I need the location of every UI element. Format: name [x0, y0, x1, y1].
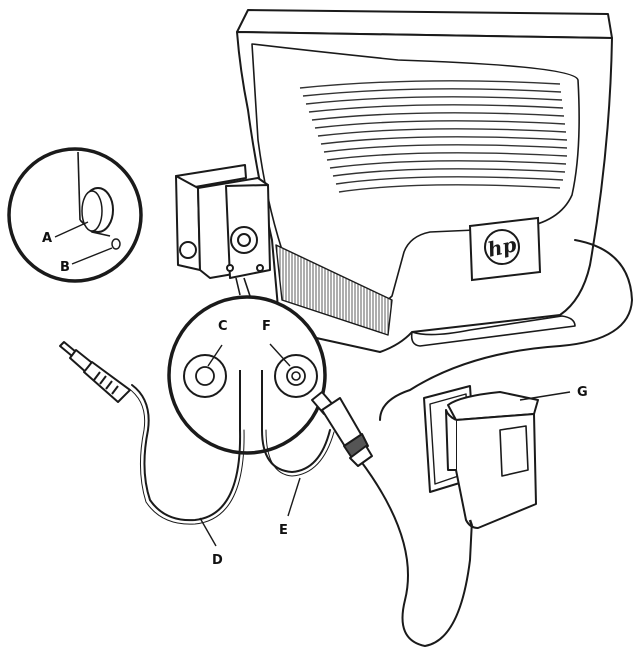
callout-D: D	[212, 553, 223, 568]
jack-detail-inset: C F	[167, 295, 327, 455]
callout-E: E	[279, 523, 288, 538]
callout-G: G	[577, 385, 588, 400]
speaker	[175, 164, 271, 297]
lower-callouts: D E G	[199, 385, 588, 568]
callout-B: B	[60, 260, 70, 275]
hp-logo: hp	[468, 216, 542, 282]
callout-F: F	[262, 319, 271, 334]
monitor-side-grille	[275, 244, 393, 336]
callout-A: A	[42, 231, 52, 246]
audio-cable-D	[131, 384, 242, 522]
power-adapter-G	[445, 391, 539, 529]
crt-monitor	[236, 9, 613, 353]
speaker-volume-knob	[179, 241, 197, 259]
hp-logo-text: hp	[486, 232, 519, 261]
cables	[127, 239, 634, 648]
power-light-B	[111, 238, 121, 250]
monitor-vents	[299, 80, 568, 193]
callout-C: C	[218, 319, 228, 334]
power-plug	[311, 391, 373, 467]
knob-detail-inset: A B	[7, 147, 143, 283]
power-cable-E	[261, 429, 331, 474]
audio-plug	[59, 341, 131, 403]
